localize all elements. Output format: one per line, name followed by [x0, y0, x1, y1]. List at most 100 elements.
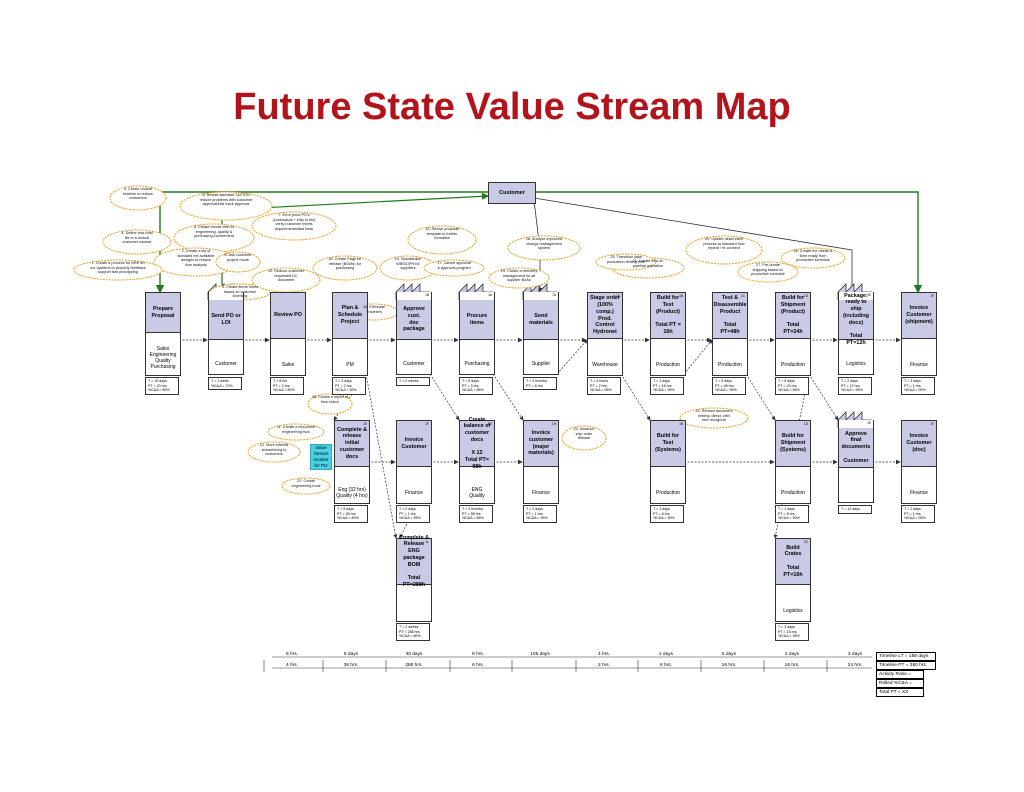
process-owner: Sales: [281, 362, 295, 368]
data-box-p22: T = 2 weeks PT = 288 hrs %C&A = 80%: [396, 623, 430, 642]
data-box-p16: T = 3 months PT = 98 hrs %C&A = 85%: [459, 505, 493, 524]
timeline-process: 16 hrs.: [784, 663, 800, 668]
process-number: 1L: [425, 540, 429, 544]
process-label: Send materials: [524, 300, 558, 340]
process-owner: PM: [346, 362, 354, 368]
kaizen-burst-text: 25. Transition data production testing t…: [606, 255, 646, 264]
process-label: Complete & release initial customer docs: [335, 421, 369, 467]
process-owner: Supplier: [531, 361, 551, 367]
kaizen-burst-text: 6. Revise standard T&C's to reduce probl…: [199, 193, 253, 207]
data-box-p7: T = 3 months PT = 8 hrs: [523, 377, 557, 391]
timeline-process: 4 hrs.: [286, 663, 298, 668]
timeline-lead: 3 days: [847, 652, 863, 657]
flow-arrow: [745, 373, 776, 421]
kaizen-burst-icon: [247, 441, 301, 463]
process-label: Review PO: [271, 293, 305, 339]
kaizen-burst-text: 15. Eliminate Travelers: [363, 305, 385, 314]
process-number: 1F: [930, 422, 934, 426]
process-box-p17: Invoice customer (major materials)Financ…: [523, 420, 559, 504]
data-box-p1: T = 10 days PT = 20 hrs %C&A = 80%: [145, 377, 179, 396]
timeline-lead: 5 days: [721, 652, 737, 657]
summary-lt: Timeline LT = 158 days: [876, 652, 936, 661]
kaizen-burst-icon: [685, 235, 763, 265]
kaizen-burst-text: 5. Create formal refer to engineering, q…: [193, 225, 235, 239]
process-owner: Production: [781, 490, 805, 496]
vs-monitor-box: Value Stream monitor for PO: [310, 444, 332, 470]
info-line: [533, 197, 855, 293]
process-owner: Finance: [405, 490, 423, 496]
kaizen-burst-icon: [267, 423, 325, 441]
process-owner: Finance: [532, 490, 550, 496]
process-owner: Purchasing: [464, 361, 490, 367]
flow-arrow: [429, 373, 460, 421]
data-box-p23: T = 3 days PT = 16 hrs %C&A = 95%: [775, 623, 809, 642]
timeline-process: 2 hrs.: [598, 663, 610, 668]
process-label: Invoice Customer: [397, 421, 431, 467]
kaizen-burst-icon: [488, 267, 550, 289]
kaizen-burst-text: 9. Create items forms based on customer …: [221, 285, 259, 299]
data-box-p17: T = 2 days PT = 1 hrs %C&A = 95%: [523, 505, 557, 524]
process-owner: Production: [781, 362, 805, 368]
data-box-p13: T = 3 days PT = 1 hrs %C&A = 90%: [901, 377, 935, 396]
kaizen-burst-text: 20. Update detail each process to standa…: [703, 237, 745, 251]
timeline-lead: 30 days: [405, 652, 423, 657]
process-label: Plan & Schedule Project: [333, 293, 367, 339]
process-label: Approve cust. doc package: [397, 300, 431, 340]
process-label: Procure items: [460, 300, 494, 340]
data-box-p8: T = 4 hours PT = 2 hrs %C&A = 95%: [587, 377, 621, 396]
process-label: Build for Shipment (Product) Total PT=24…: [776, 293, 810, 339]
kaizen-burst-text: 28. Create a report of flow check: [311, 395, 349, 404]
kaizen-burst-icon: [423, 259, 485, 277]
process-label: Test & Disassemble Product Total PT=48h: [713, 293, 747, 339]
data-box-p11: T = 5 days PT = 24 hrs %C&A = 95%: [775, 377, 809, 396]
kaizen-burst-icon: [179, 191, 273, 221]
data-box-p20: T = 10 days: [838, 505, 872, 514]
process-number: 1A: [616, 294, 620, 298]
process-number: 1H: [551, 422, 556, 426]
kaizen-burst-text: 2. Create a list of standard ext availab…: [177, 249, 215, 268]
page-title: Future State Value Stream Map: [233, 86, 791, 128]
timeline-lead: 2 days: [784, 652, 800, 657]
process-number: 1F: [425, 422, 429, 426]
kaizen-burst-text: 4. Define less total life in a mutual cu…: [121, 231, 153, 245]
timeline-lead: 1 days: [658, 652, 674, 657]
kaizen-burst-text: 14. Standardize WBS/OPR for suppliers: [394, 257, 422, 271]
process-number: 1F: [930, 294, 934, 298]
customer-label: Customer: [499, 190, 525, 196]
flow-arrow: [620, 373, 651, 421]
kaizen-burst-text: 11. Create a document engineering flow: [276, 425, 316, 434]
process-box-p3: Review PO Sales: [270, 292, 306, 376]
process-owner: Logistics: [783, 608, 803, 614]
process-box-p11: Build for Shipment (Product) Total PT=24…: [775, 292, 811, 376]
data-box-p12: T = 2 days PT = 12 hrs %C&A = 95%: [838, 377, 872, 396]
process-label: Build for Shipment (Systems): [776, 421, 810, 467]
customer-box: Customer: [488, 182, 536, 204]
process-number: 1G: [803, 540, 808, 544]
process-label: Build for Test (Product) Total PT = 16h: [651, 293, 685, 339]
data-box-p18: T = 1 days PT = 8 hrs %C&A = 90%: [650, 505, 684, 524]
process-owner: Eng (32 hrs) Quality (4 hrs): [336, 487, 368, 499]
timeline-process: 16 hrs.: [721, 663, 737, 668]
timeline-lead: 8 hrs.: [472, 652, 484, 657]
kaizen-burst-icon: [102, 229, 172, 255]
process-number: 1B: [679, 422, 683, 426]
kaizen-burst-icon: [595, 253, 657, 271]
flow-arrow: [556, 339, 588, 375]
timeline-process: 8 hrs.: [660, 663, 672, 668]
process-label: Send PO or LOI: [209, 300, 243, 340]
info-line: [534, 191, 923, 294]
data-box-p3: T = 8 hrs PT = 2 hrs %C&A = 85%: [270, 377, 304, 396]
process-label: Invoice Customer (doc): [902, 421, 936, 467]
flow-arrow: [492, 373, 524, 421]
timeline-process: 36 hrs.: [343, 663, 359, 668]
kaizen-burst-text: 1. Create a process for NRE on our syste…: [90, 261, 146, 275]
data-box-p2: T = 1 week %C&A = 70%: [208, 377, 242, 391]
